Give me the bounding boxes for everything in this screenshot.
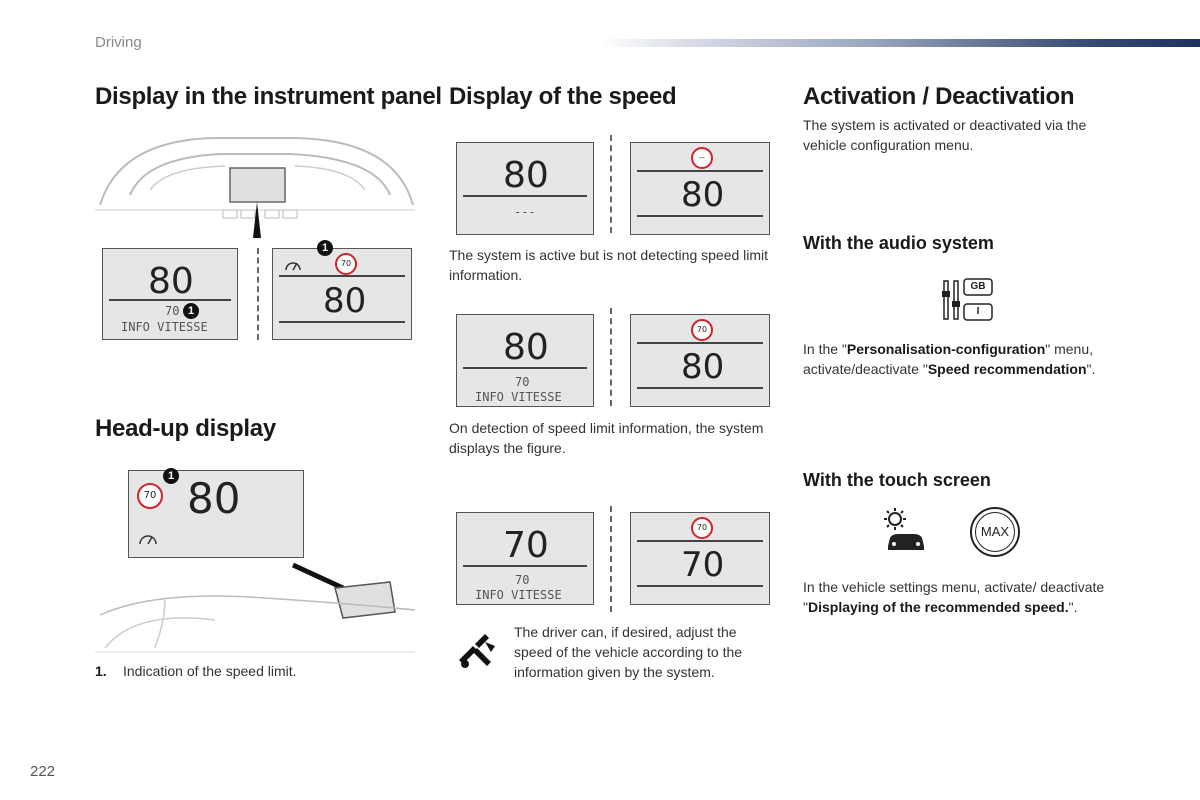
page-number: 222 [30, 763, 56, 780]
footnote-number: 1. [95, 663, 107, 679]
text-driver-adjust: The driver can, if desired, adjust the s… [514, 624, 743, 680]
display-speed: 80 [323, 281, 367, 321]
speed-limit-sign: 70 [691, 517, 713, 539]
hud-speed: 80 [187, 474, 241, 523]
separator [610, 308, 612, 406]
marker-1-badge: 1 [163, 468, 179, 484]
display-divider [637, 540, 763, 542]
footnote-text: Indication of the speed limit. [123, 663, 297, 679]
display-speed: 80 [681, 175, 725, 215]
display-divider [637, 585, 763, 587]
audio-icon-label-bottom: I [976, 306, 980, 317]
title-instrument-panel: Display in the instrument panel [95, 83, 442, 110]
display-speed: 70 [503, 525, 549, 566]
display-divider [279, 321, 405, 323]
display-divider [463, 195, 587, 197]
display-speed: 80 [681, 347, 725, 387]
display-divider [109, 299, 231, 301]
instrument-display-right: 1 70 80 [272, 240, 412, 340]
display-no-limit-left: 80 --- [456, 142, 594, 235]
text-touch-instructions: In the vehicle settings menu, activate/ … [803, 579, 1105, 615]
instrument-display-left: 80 70 INFO VITESSE 1 [102, 248, 238, 340]
max-label: MAX [975, 512, 1015, 552]
title-activation: Activation / Deactivation [803, 83, 1075, 110]
speed-limit-sign: 70 [335, 253, 357, 275]
display-divider [463, 565, 587, 567]
audio-settings-icon: GB I [941, 277, 993, 323]
separator [257, 248, 259, 340]
wrench-icon [459, 634, 495, 668]
max-speed-icon: MAX [970, 507, 1020, 557]
title-head-up-display: Head-up display [95, 415, 276, 442]
hud-display: 70 1 80 [128, 468, 304, 558]
display-info-text: INFO VITESSE [475, 588, 562, 602]
header-bar [600, 39, 1200, 47]
display-divider [637, 215, 763, 217]
text-audio-instructions: In the "Personalisation-configuration" m… [803, 341, 1096, 377]
display-limit: 70 [515, 573, 530, 587]
separator [610, 506, 612, 612]
text-limit-detected: On detection of speed limit information,… [449, 420, 764, 456]
display-info-text: INFO VITESSE [121, 320, 208, 334]
speed-limit-sign: 70 [691, 319, 713, 341]
title-audio-system: With the audio system [803, 233, 994, 253]
section-label: Driving [95, 34, 142, 51]
display-adjusted-left: 70 70 INFO VITESSE [456, 512, 594, 605]
title-display-speed: Display of the speed [449, 83, 677, 110]
hud-car-illustration [95, 562, 416, 653]
speed-limit-sign: -- [691, 147, 713, 169]
title-touch-screen: With the touch screen [803, 470, 991, 490]
speed-limit-sign: 70 [137, 483, 163, 509]
display-no-limit-right: -- 80 [630, 142, 770, 235]
text-activation-intro: The system is activated or deactivated v… [803, 117, 1087, 153]
audio-icon-label-top: GB [970, 281, 986, 292]
display-speed: 70 [681, 545, 725, 585]
display-limit: 70 [515, 375, 530, 389]
speed-limiter-icon [139, 535, 157, 545]
display-adjusted-right: 70 70 [630, 512, 770, 605]
display-divider [637, 387, 763, 389]
display-limit-left: 80 70 INFO VITESSE [456, 314, 594, 407]
marker-1-badge: 1 [183, 303, 199, 319]
display-info-text: INFO VITESSE [475, 390, 562, 404]
speed-limiter-icon [285, 262, 301, 271]
instrument-panel-illustration [95, 137, 415, 238]
display-limit: 70 [165, 304, 180, 318]
display-speed: 80 [503, 327, 549, 368]
display-speed: 80 [503, 155, 549, 196]
display-divider [463, 367, 587, 369]
text-no-limit: The system is active but is not detectin… [449, 247, 769, 283]
marker-1-badge: 1 [317, 240, 333, 256]
display-limit-right: 70 80 [630, 314, 770, 407]
display-no-info: --- [514, 205, 536, 219]
display-speed: 80 [148, 261, 194, 302]
display-divider [279, 275, 405, 277]
separator [610, 135, 612, 233]
display-divider [637, 342, 763, 344]
display-divider [637, 170, 763, 172]
car-settings-icon [884, 508, 924, 550]
